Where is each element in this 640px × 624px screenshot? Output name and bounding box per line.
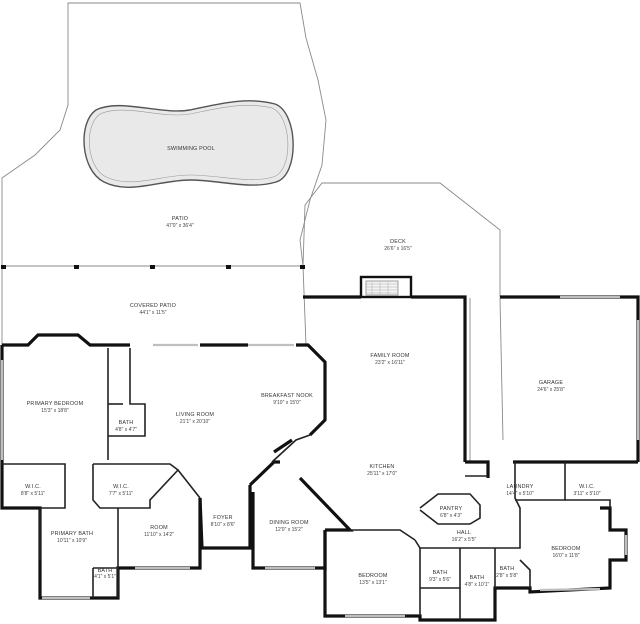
room-label-hall: HALL <box>457 530 471 536</box>
room-dims-bedroom-2: 16'0" x 11'8" <box>552 553 579 559</box>
room-dims-bath-tiny: 4'1" x 5'1" <box>94 574 116 580</box>
room-dims-bath-4: 2'8" x 5'8" <box>496 573 518 579</box>
room-dims-bath-2: 9'3" x 5'6" <box>429 577 451 583</box>
fireplace <box>359 275 413 299</box>
room-label-laundry: LAUNDRY <box>506 484 533 490</box>
room-label-foyer: FOYER <box>213 515 233 521</box>
room-dims-deck: 26'6" x 16'5" <box>384 246 412 252</box>
interior-walls <box>2 348 611 620</box>
patio-posts <box>1 265 305 269</box>
room-dims-covered-patio: 44'1" x 11'5" <box>139 310 166 316</box>
room-label-bath-small: BATH <box>119 420 134 426</box>
windows <box>0 295 640 618</box>
room-label-bath-3: BATH <box>470 575 485 581</box>
room-label-bath-4: BATH <box>500 566 515 572</box>
room-dims-room: 11'10" x 14'2" <box>144 532 174 538</box>
room-dims-wic-1: 8'8" x 5'11" <box>21 491 45 497</box>
room-label-wic-2: W.I.C. <box>113 484 129 490</box>
room-dims-bath-small: 4'8" x 4'7" <box>115 427 137 433</box>
room-dims-garage: 24'6" x 25'8" <box>537 387 565 393</box>
swimming-pool <box>83 100 294 189</box>
room-label-living: LIVING ROOM <box>176 412 214 418</box>
room-label-family: FAMILY ROOM <box>370 353 409 359</box>
outdoor-outlines <box>1 2 504 462</box>
room-label-garage: GARAGE <box>539 380 563 386</box>
room-dims-pantry: 6'8" x 4'3" <box>440 513 462 519</box>
room-label-patio: PATIO <box>172 216 188 222</box>
room-label-primary-bath: PRIMARY BATH <box>51 531 93 537</box>
room-label-primary-bedroom: PRIMARY BEDROOM <box>27 401 84 407</box>
room-label-pantry: PANTRY <box>440 506 463 512</box>
room-label-bedroom-2: BEDROOM <box>551 546 581 552</box>
room-label-room: ROOM <box>150 525 168 531</box>
room-dims-living: 21'1" x 20'10" <box>180 419 210 425</box>
room-dims-hall: 16'2" x 5'5" <box>452 537 477 543</box>
room-label-bedroom-1: BEDROOM <box>358 573 388 579</box>
room-label-bath-tiny: BATH <box>98 568 113 574</box>
room-label-breakfast: BREAKFAST NOOK <box>261 393 313 399</box>
room-dims-wic-2: 7'7" x 5'11" <box>109 491 133 497</box>
room-dims-primary-bedroom: 15'3" x 18'8" <box>41 408 69 414</box>
room-dims-patio: 47'0" x 36'4" <box>166 223 194 229</box>
room-label-pool: SWIMMING POOL <box>167 146 215 152</box>
room-dims-breakfast: 9'10" x 15'0" <box>273 400 301 406</box>
room-dims-bath-3: 4'8" x 10'1" <box>465 582 490 588</box>
room-label-dining: DINING ROOM <box>269 520 309 526</box>
room-label-kitchen: KITCHEN <box>369 464 394 470</box>
room-dims-dining: 12'0" x 15'2" <box>275 527 303 533</box>
room-label-wic-3: W.I.C. <box>579 484 595 490</box>
room-label-covered-patio: COVERED PATIO <box>130 303 176 309</box>
room-label-bath-2: BATH <box>433 570 448 576</box>
room-dims-primary-bath: 10'11" x 10'9" <box>57 538 87 544</box>
room-dims-bedroom-1: 13'5" x 13'1" <box>359 580 387 586</box>
room-dims-family: 23'2" x 16'11" <box>375 360 405 366</box>
room-label-deck: DECK <box>390 239 406 245</box>
room-dims-foyer: 8'10" x 8'6" <box>211 522 236 528</box>
room-dims-kitchen: 25'11" x 17'0" <box>367 471 397 477</box>
room-dims-wic-3: 3'11" x 5'10" <box>573 491 600 497</box>
room-label-wic-1: W.I.C. <box>25 484 41 490</box>
room-dims-laundry: 14'4" x 5'10" <box>506 491 534 497</box>
room-labels: SWIMMING POOL PATIO 47'0" x 36'4" DECK 2… <box>21 146 601 588</box>
